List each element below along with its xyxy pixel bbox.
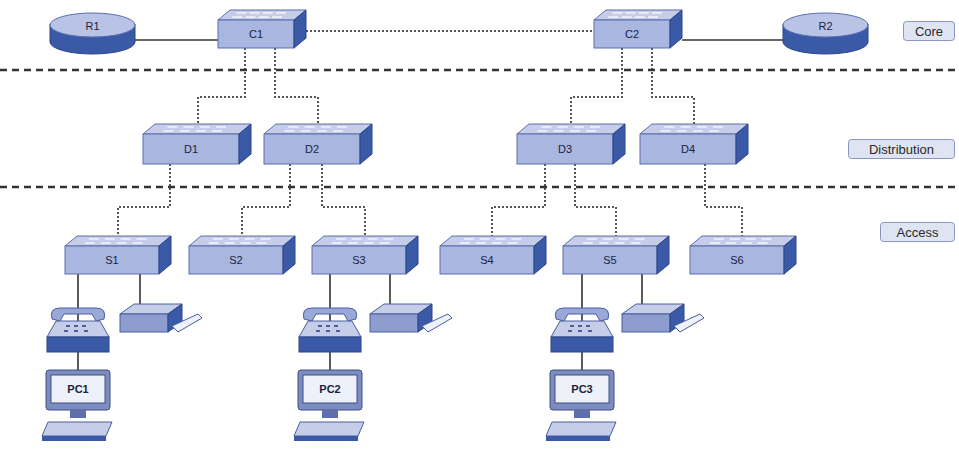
ip-phone-icon [551, 308, 613, 352]
label-area: S5 [563, 246, 657, 274]
switch-node: C1 [218, 10, 306, 48]
trunk-link [571, 48, 622, 124]
layer-separator [0, 69, 959, 72]
label-area: Distribution [848, 139, 955, 159]
trunk-link [575, 164, 616, 236]
label-area: S6 [690, 246, 784, 274]
label-area: C2 [594, 20, 670, 48]
ip-phone-icon [299, 308, 361, 352]
cable-link [682, 39, 783, 41]
switch-node: S4 [440, 236, 546, 274]
device-name: C2 [625, 28, 639, 40]
switch-node: S2 [189, 236, 295, 274]
pc-outline [42, 370, 114, 442]
label-area: PC1 [50, 374, 106, 404]
router-node: R2 [783, 12, 868, 54]
trunk-link [306, 30, 594, 32]
device-name: PC1 [67, 383, 88, 395]
label-area: Core [903, 21, 955, 41]
switch-node: D2 [264, 124, 372, 164]
layer-name: Distribution [869, 142, 934, 157]
label-area: R2 [783, 14, 868, 38]
pc-outline [546, 370, 618, 442]
printer-icon [370, 304, 452, 332]
label-area: S1 [65, 246, 159, 274]
trunk-link [322, 164, 365, 236]
pc-outline [294, 370, 366, 442]
router-outline [783, 12, 868, 54]
layer-name: Access [897, 225, 939, 240]
label-area: R1 [50, 14, 135, 38]
device-name: PC3 [571, 383, 592, 395]
device-name: S6 [730, 254, 743, 266]
trunk-link [242, 164, 290, 236]
device-name: PC2 [319, 383, 340, 395]
switch-node: D4 [640, 124, 748, 164]
trunk-link [492, 164, 545, 236]
switch-node: D3 [517, 124, 625, 164]
device-name: C1 [249, 28, 263, 40]
device-name: R2 [818, 20, 832, 32]
label-area: S4 [440, 246, 534, 274]
label-area: PC2 [302, 374, 358, 404]
label-area: S3 [312, 246, 406, 274]
label-area: S2 [189, 246, 283, 274]
device-name: D1 [184, 143, 198, 155]
label-area: D2 [264, 134, 360, 164]
label-area: D3 [517, 134, 613, 164]
layer-separator [0, 186, 959, 189]
trunk-link [705, 164, 742, 236]
pc-node: PC3 [546, 370, 618, 442]
switch-node: S6 [690, 236, 796, 274]
trunk-link [652, 48, 694, 124]
trunk-link [275, 48, 318, 124]
device-name: D2 [305, 143, 319, 155]
ip-phone-icon [47, 308, 109, 352]
cable-link [135, 39, 218, 41]
printer-icon [120, 304, 202, 332]
device-name: S1 [105, 254, 118, 266]
device-name: R1 [85, 20, 99, 32]
label-area: D1 [143, 134, 239, 164]
layer-tag: Distribution [848, 139, 955, 159]
layer-name: Core [915, 24, 943, 39]
device-name: S3 [352, 254, 365, 266]
device-name: S5 [603, 254, 616, 266]
trunk-link [118, 164, 170, 236]
switch-node: S5 [563, 236, 669, 274]
printer-icon [622, 304, 704, 332]
device-name: S4 [480, 254, 493, 266]
layer-tag: Core [903, 21, 955, 41]
pc-node: PC2 [294, 370, 366, 442]
switch-node: D1 [143, 124, 251, 164]
switch-node: S1 [65, 236, 171, 274]
layer-tag: Access [880, 222, 955, 242]
trunk-link [198, 48, 245, 124]
label-area: Access [880, 222, 955, 242]
device-name: D4 [681, 143, 695, 155]
pc-node: PC1 [42, 370, 114, 442]
label-area: D4 [640, 134, 736, 164]
switch-node: C2 [594, 10, 682, 48]
device-name: S2 [229, 254, 242, 266]
printer-cable [641, 274, 643, 304]
printer-cable [389, 274, 391, 304]
label-area: PC3 [554, 374, 610, 404]
router-outline [50, 12, 135, 54]
label-area: C1 [218, 20, 294, 48]
device-name: D3 [558, 143, 572, 155]
switch-node: S3 [312, 236, 418, 274]
router-node: R1 [50, 12, 135, 54]
printer-cable [139, 274, 141, 304]
